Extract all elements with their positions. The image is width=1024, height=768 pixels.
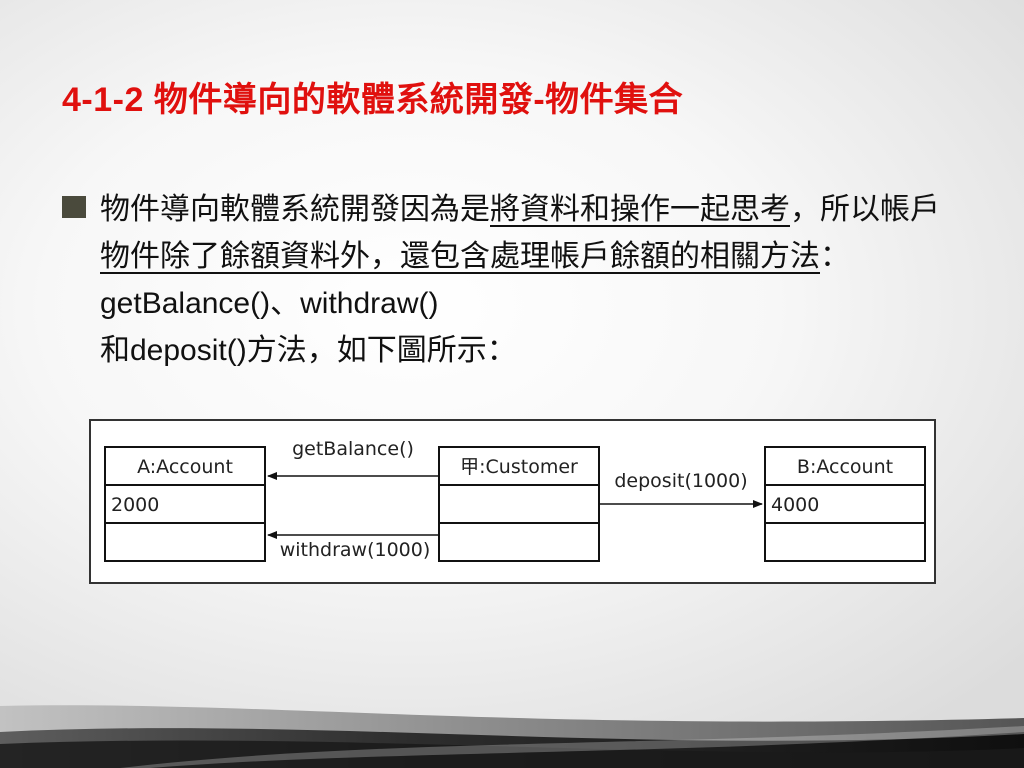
slide-title: 4-1-2 物件導向的軟體系統開發-物件集合 xyxy=(62,81,684,119)
customer-name: 甲:Customer xyxy=(460,456,578,478)
bullet-text-5: 和 xyxy=(100,333,130,368)
account-b-name: B:Account xyxy=(797,456,893,478)
message-withdraw: withdraw(1000) xyxy=(267,531,439,561)
message-withdraw-label: withdraw(1000) xyxy=(280,539,431,561)
uml-diagram-frame: A:Account 2000 甲:Customer B:Account 4000… xyxy=(89,419,936,584)
footer-decoration xyxy=(0,705,1024,768)
account-a-object: A:Account 2000 xyxy=(104,446,266,562)
bullet-text-1: 物件導向軟體系統開發因為是 xyxy=(100,192,490,227)
account-a-balance: 2000 xyxy=(111,494,159,516)
method-getbalance: getBalance() xyxy=(100,287,271,320)
method-deposit: deposit() xyxy=(130,334,247,367)
message-getbalance: getBalance() xyxy=(267,438,439,480)
bullet-text-4: 、 xyxy=(270,286,301,321)
message-deposit-label: deposit(1000) xyxy=(614,470,747,492)
bullet-underlined-1: 將資料和操作一起思考 xyxy=(490,192,790,227)
bullet-underlined-2: 物件除了餘額資料外，還包含處理帳戶餘額的相關方法 xyxy=(100,239,820,274)
account-a-name: A:Account xyxy=(137,456,233,478)
method-withdraw: withdraw() xyxy=(300,287,439,320)
account-b-balance: 4000 xyxy=(771,494,819,516)
bullet-text-3: ： xyxy=(820,239,850,274)
message-getbalance-label: getBalance() xyxy=(292,438,414,460)
account-b-object: B:Account 4000 xyxy=(764,446,926,562)
bullet-text-2: ，所以帳戶 xyxy=(790,192,940,227)
uml-diagram: A:Account 2000 甲:Customer B:Account 4000… xyxy=(104,438,926,562)
bullet-paragraph: 物件導向軟體系統開發因為是將資料和操作一起思考，所以帳戶物件除了餘額資料外，還包… xyxy=(100,186,952,374)
message-deposit: deposit(1000) xyxy=(599,470,763,508)
customer-object: 甲:Customer xyxy=(438,446,600,562)
square-bullet-icon xyxy=(62,196,86,218)
bullet-text-6: 方法，如下圖所示： xyxy=(246,333,517,368)
bullet-item: 物件導向軟體系統開發因為是將資料和操作一起思考，所以帳戶物件除了餘額資料外，還包… xyxy=(62,186,952,374)
